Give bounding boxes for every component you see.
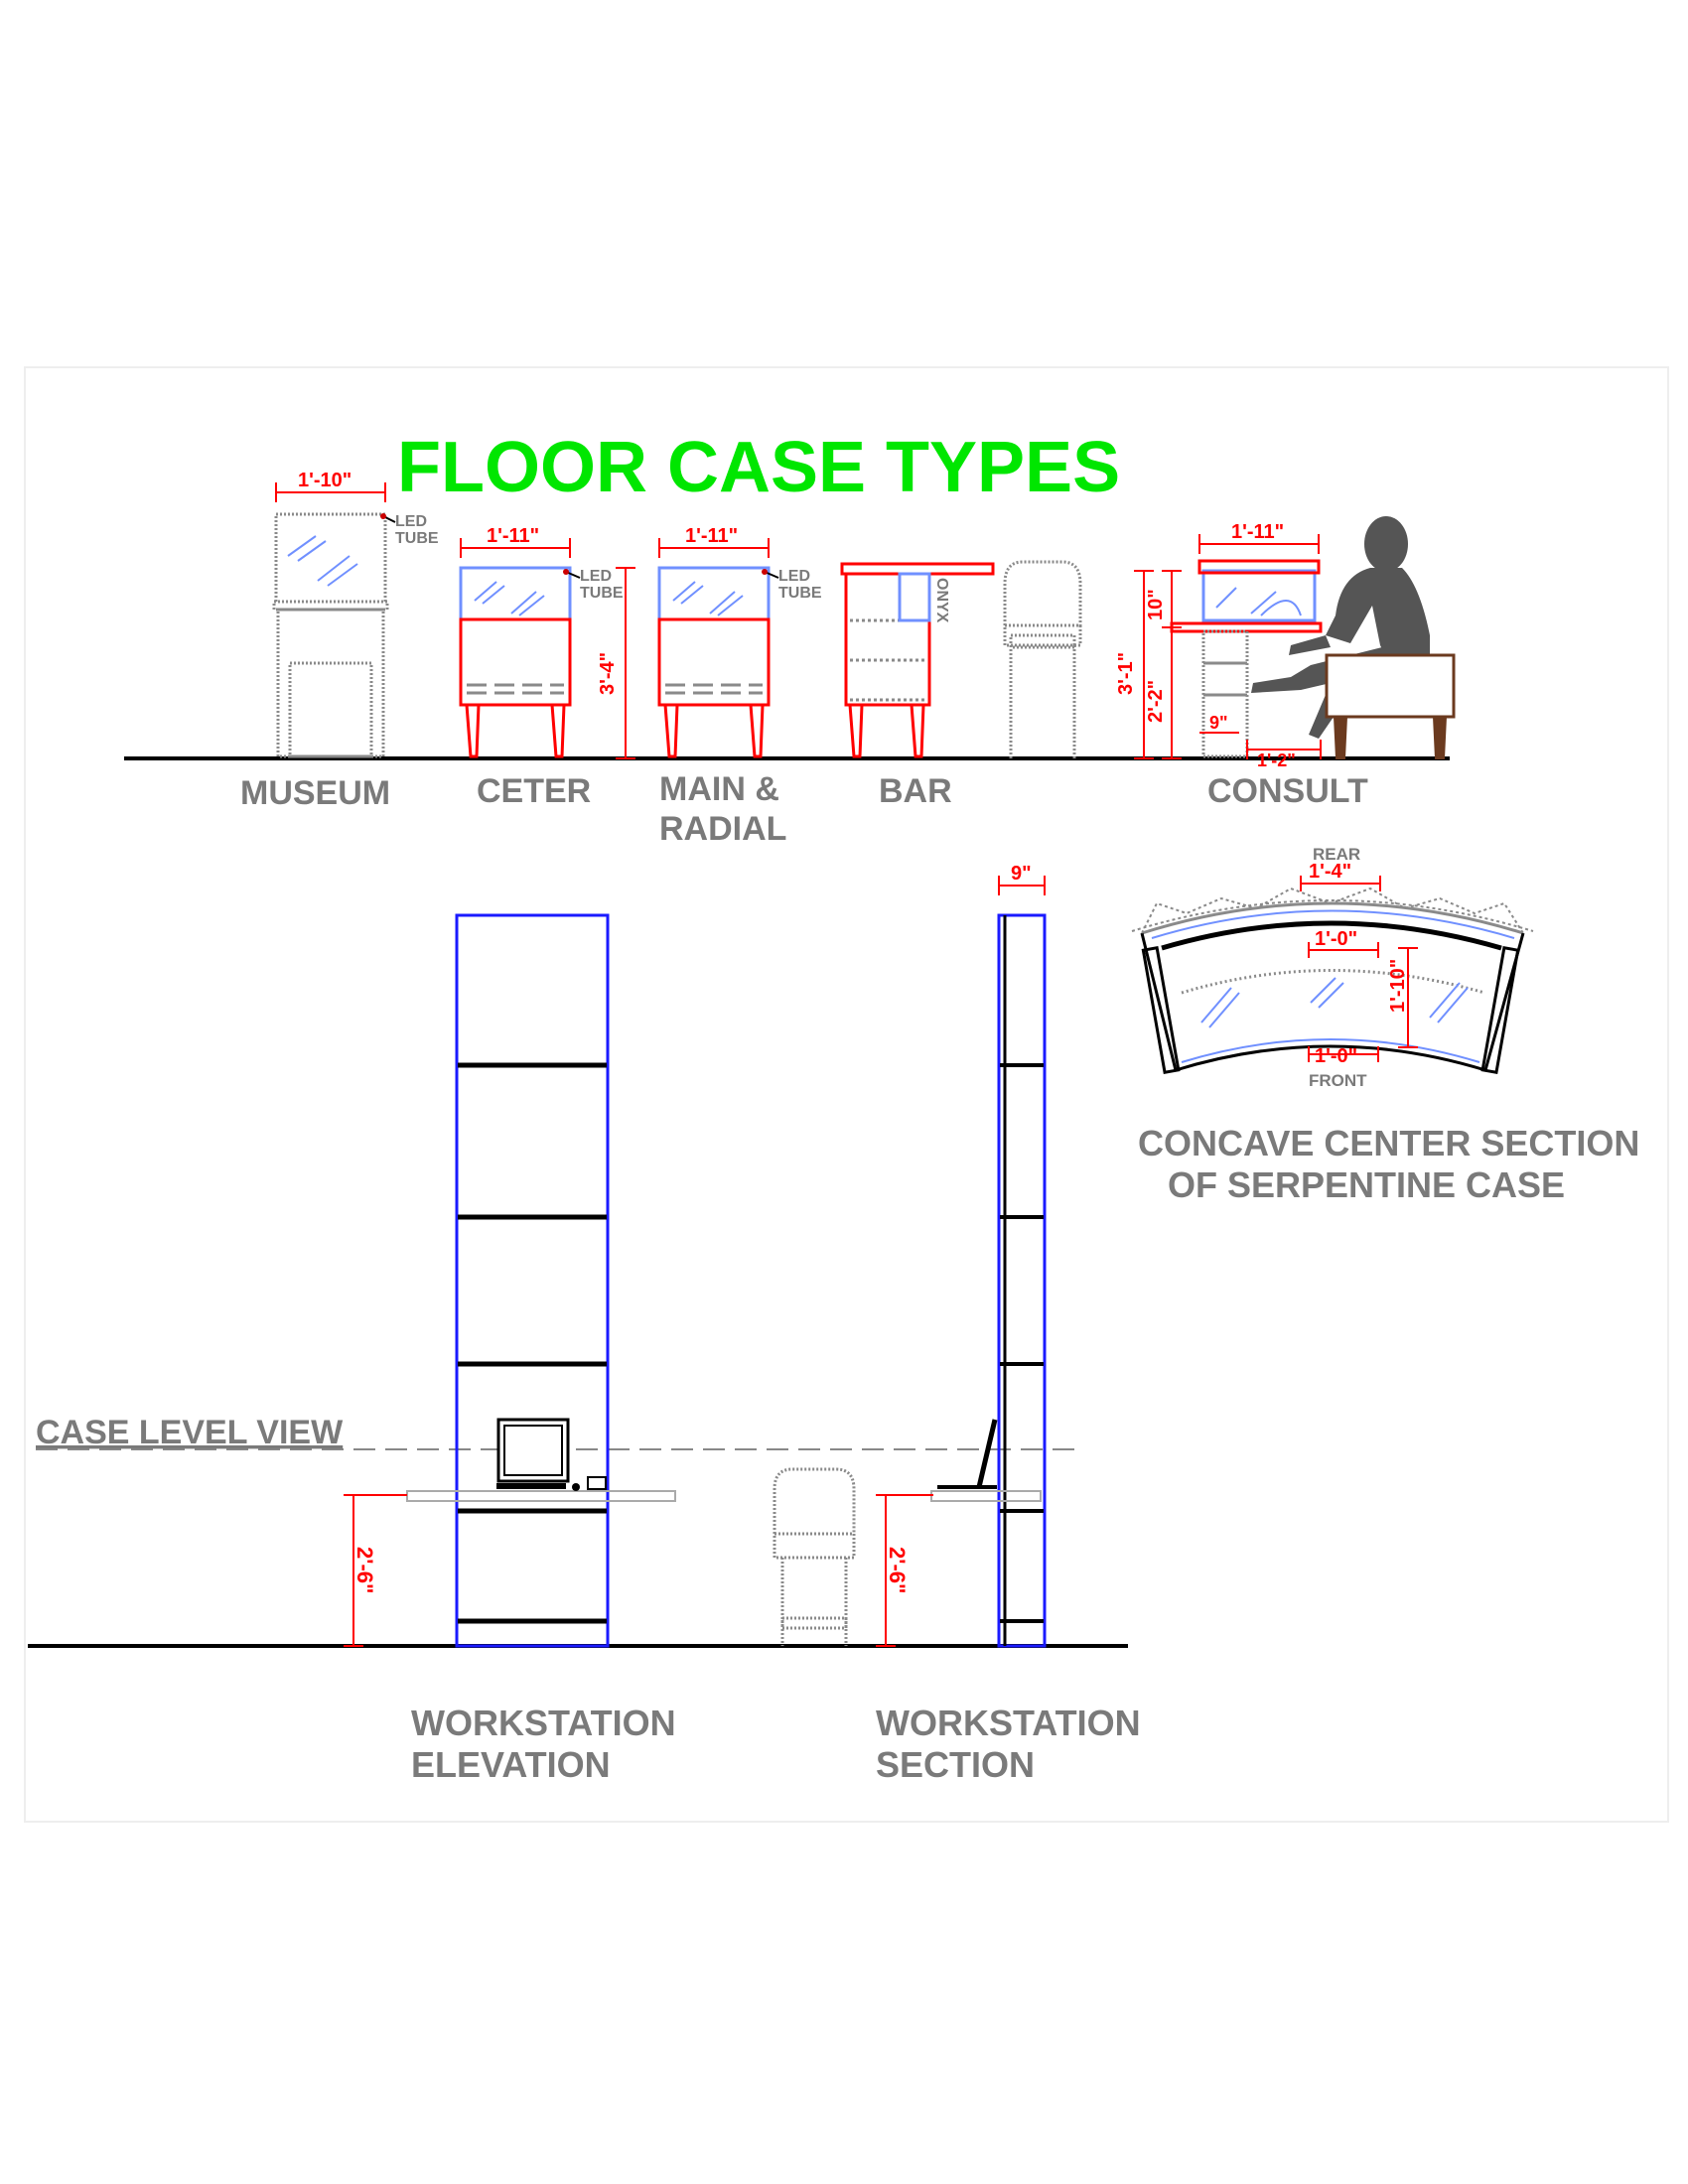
museum-note-2: TUBE (395, 530, 439, 547)
serp-front-label: FRONT (1309, 1071, 1367, 1090)
case-level-label: CASE LEVEL VIEW (36, 1414, 344, 1451)
workstation-elevation: 2'-6" (344, 913, 676, 1648)
serp-rear-label: REAR (1313, 845, 1360, 864)
monitor-icon (496, 1418, 607, 1491)
laptop-icon (937, 1419, 998, 1489)
section-label-2: SECTION (876, 1744, 1035, 1785)
main-radial-case: 1'-11" LED TUBE 3'-4" (597, 525, 822, 759)
ceter-note-1: LED (580, 568, 612, 585)
main-note-2: TUBE (778, 585, 822, 602)
serp-dim-depth: 1'-10" (1387, 959, 1409, 1013)
elevation-label-1: WORKSTATION (411, 1703, 676, 1743)
consult-case: 1'-11" 3'-1" 10" 2'-2" 9" 1'-2" (1115, 521, 1323, 770)
section-height-dim: 2'-6" (885, 1547, 910, 1593)
consult-dim-overall: 3'-1" (1115, 652, 1137, 695)
label-bar: BAR (879, 772, 952, 810)
label-museum: MUSEUM (240, 774, 390, 812)
serp-dim-mid: 1'-0" (1315, 928, 1357, 950)
main-width-dim: 1'-11" (685, 525, 738, 547)
museum-case: 1'-10" LED TUBE (272, 470, 439, 758)
bar-case: ONYX (840, 562, 995, 758)
label-main-2: RADIAL (659, 810, 786, 848)
ceter-case: 1'-11" LED TUBE (459, 525, 624, 758)
section-label-1: WORKSTATION (876, 1703, 1141, 1743)
section-width-dim: 9" (1011, 863, 1032, 885)
museum-note-1: LED (395, 513, 427, 530)
serp-dim-rear: 1'-4" (1309, 861, 1351, 883)
main-height-dim: 3'-4" (597, 652, 619, 695)
museum-width-dim: 1'-10" (298, 470, 352, 491)
label-consult: CONSULT (1207, 772, 1368, 810)
label-ceter: CETER (477, 772, 591, 810)
ceter-width-dim: 1'-11" (487, 525, 539, 547)
consult-dim-top: 10" (1145, 589, 1167, 620)
page-title: FLOOR CASE TYPES (397, 428, 1120, 507)
consult-dim-knee: 9" (1209, 713, 1228, 733)
serp-label-1: CONCAVE CENTER SECTION (1138, 1123, 1639, 1163)
consult-dim-base: 1'-2" (1257, 751, 1296, 770)
chair-icon (1003, 560, 1082, 758)
ceter-note-2: TUBE (580, 585, 624, 602)
section-chair-icon (773, 1467, 856, 1646)
label-main-1: MAIN & (659, 770, 779, 808)
serp-dim-front: 1'-0" (1315, 1045, 1357, 1067)
sheet-border (24, 366, 1669, 1823)
consult-width-dim: 1'-11" (1231, 521, 1284, 543)
bar-note: ONYX (933, 578, 950, 623)
elevation-label-2: ELEVATION (411, 1744, 611, 1785)
main-note-1: LED (778, 568, 810, 585)
serp-label-2: OF SERPENTINE CASE (1168, 1164, 1565, 1205)
workstation-section: 9" 2'-6" (773, 863, 1047, 1648)
serpentine-case: 1'-4" 1'-0" 1'-10" 1'-0" (1131, 861, 1534, 1074)
consult-dim-lower: 2'-2" (1145, 680, 1167, 723)
elevation-height-dim: 2'-6" (352, 1547, 377, 1593)
ottoman (1325, 653, 1456, 759)
